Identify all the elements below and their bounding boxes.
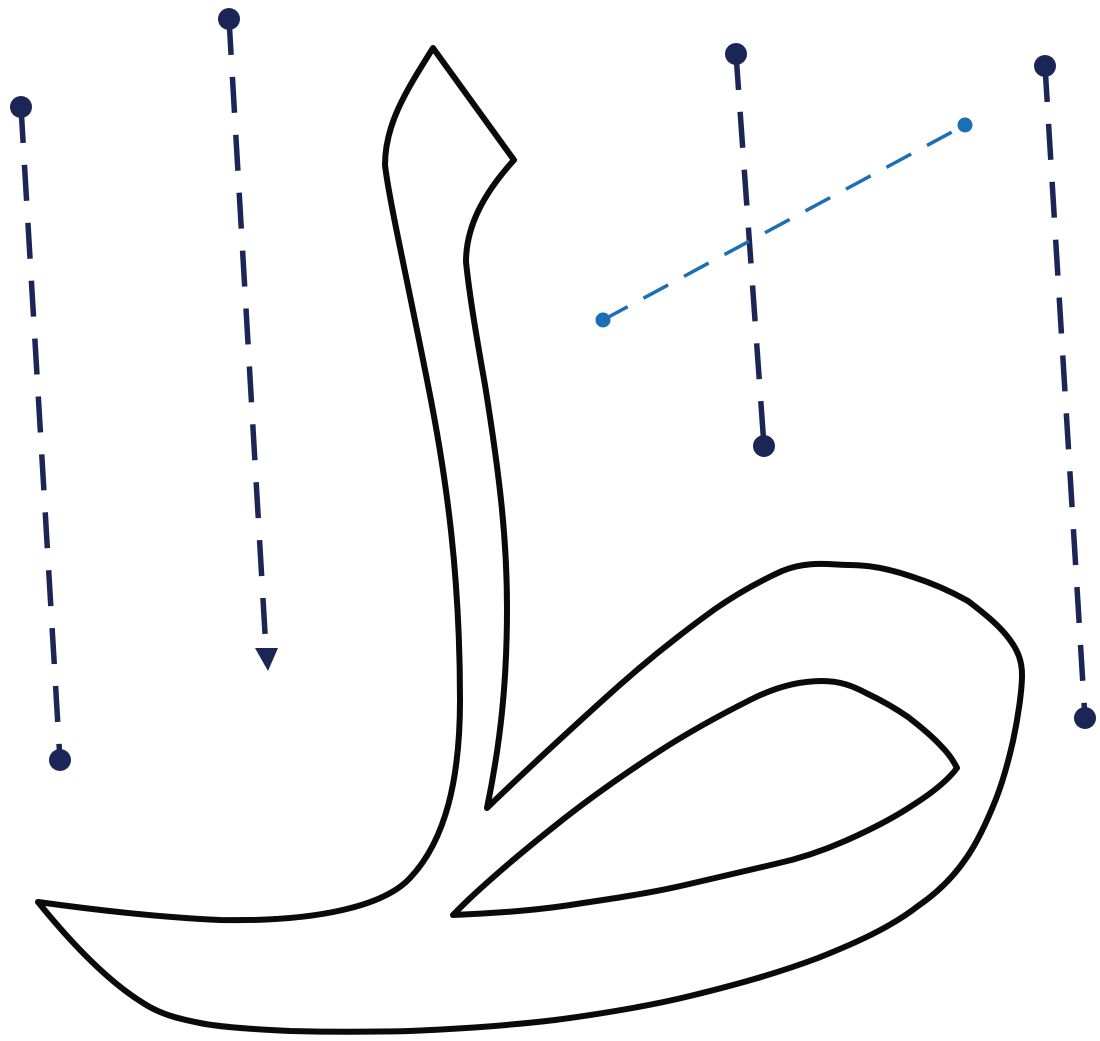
stroke-1 bbox=[10, 96, 71, 771]
stroke-2-arrowhead bbox=[255, 648, 278, 671]
stroke-3-path bbox=[736, 54, 764, 446]
stroke-2-path bbox=[229, 19, 266, 650]
stroke-1-path bbox=[21, 107, 60, 760]
stroke-1-start-dot bbox=[10, 96, 32, 118]
stroke-3-start-dot bbox=[725, 43, 747, 65]
stroke-4-start-dot bbox=[1034, 55, 1056, 77]
stroke-4-path bbox=[1045, 66, 1085, 718]
stroke-5 bbox=[596, 118, 973, 328]
stroke-1-end-dot bbox=[49, 749, 71, 771]
stroke-2-start-dot bbox=[218, 8, 240, 30]
stroke-4-end-dot bbox=[1074, 707, 1096, 729]
stroke-5-start-dot bbox=[596, 313, 611, 328]
stroke-2 bbox=[218, 8, 278, 671]
stroke-5-end-dot bbox=[958, 118, 973, 133]
stroke-4 bbox=[1034, 55, 1096, 729]
stroke-3-end-dot bbox=[753, 435, 775, 457]
stroke-5-path bbox=[603, 125, 965, 320]
glyph bbox=[38, 48, 1022, 1032]
